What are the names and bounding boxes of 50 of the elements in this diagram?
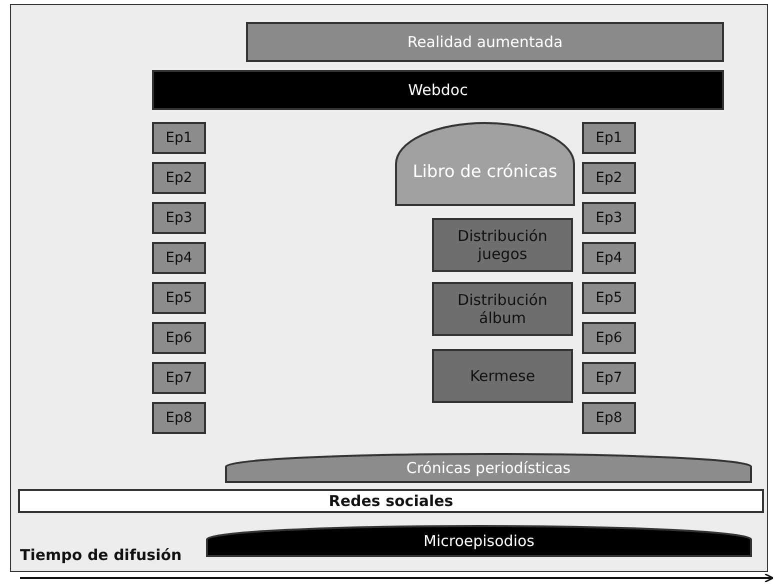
timeline-bar bbox=[206, 525, 752, 557]
box-label: Redes sociales bbox=[328, 492, 454, 510]
episode-label: Ep8 bbox=[596, 410, 622, 426]
episode-label: Ep8 bbox=[166, 410, 192, 426]
episode-box bbox=[152, 202, 206, 234]
episode-label: Ep1 bbox=[166, 130, 192, 146]
episode-box bbox=[152, 322, 206, 354]
box-label: Crónicas periodísticas bbox=[406, 459, 571, 477]
episode-box bbox=[152, 282, 206, 314]
episode-box bbox=[582, 282, 636, 314]
process-box bbox=[432, 218, 573, 272]
axis-label: Tiempo de difusión bbox=[20, 546, 182, 564]
box-label: Distribución juegos bbox=[456, 227, 548, 263]
episode-label: Ep3 bbox=[596, 210, 622, 226]
episode-label: Ep3 bbox=[166, 210, 192, 226]
episode-box bbox=[582, 242, 636, 274]
episode-label: Ep6 bbox=[596, 330, 622, 346]
episode-label: Ep6 bbox=[166, 330, 192, 346]
episode-label: Ep4 bbox=[596, 250, 622, 266]
episode-label: Ep2 bbox=[166, 170, 192, 186]
timeline-bar bbox=[225, 453, 752, 483]
episode-label: Ep5 bbox=[166, 290, 192, 306]
episode-box bbox=[152, 242, 206, 274]
box-label: Microepisodios bbox=[424, 532, 534, 550]
episode-label: Ep5 bbox=[596, 290, 622, 306]
episode-box bbox=[152, 402, 206, 434]
box-label: Libro de crónicas bbox=[412, 162, 558, 182]
episode-box bbox=[582, 162, 636, 194]
timeline-bar bbox=[152, 70, 724, 110]
box-label: Kermese bbox=[470, 367, 536, 385]
box-label: Realidad aumentada bbox=[407, 33, 563, 51]
episode-label: Ep2 bbox=[596, 170, 622, 186]
episode-box bbox=[582, 362, 636, 394]
episode-box bbox=[582, 322, 636, 354]
process-box bbox=[432, 349, 573, 403]
episode-label: Ep7 bbox=[596, 370, 622, 386]
episode-label: Ep4 bbox=[166, 250, 192, 266]
episode-box bbox=[582, 402, 636, 434]
episode-box bbox=[152, 122, 206, 154]
box-label: Webdoc bbox=[408, 81, 468, 99]
timeline-bar bbox=[18, 489, 764, 513]
episode-label: Ep7 bbox=[166, 370, 192, 386]
timeline-bar bbox=[246, 22, 724, 62]
box-label: Distribución álbum bbox=[456, 291, 548, 327]
episode-box bbox=[582, 202, 636, 234]
episode-label: Ep1 bbox=[596, 130, 622, 146]
episode-box bbox=[152, 362, 206, 394]
episode-box bbox=[152, 162, 206, 194]
episode-box bbox=[582, 122, 636, 154]
process-box bbox=[432, 282, 573, 336]
